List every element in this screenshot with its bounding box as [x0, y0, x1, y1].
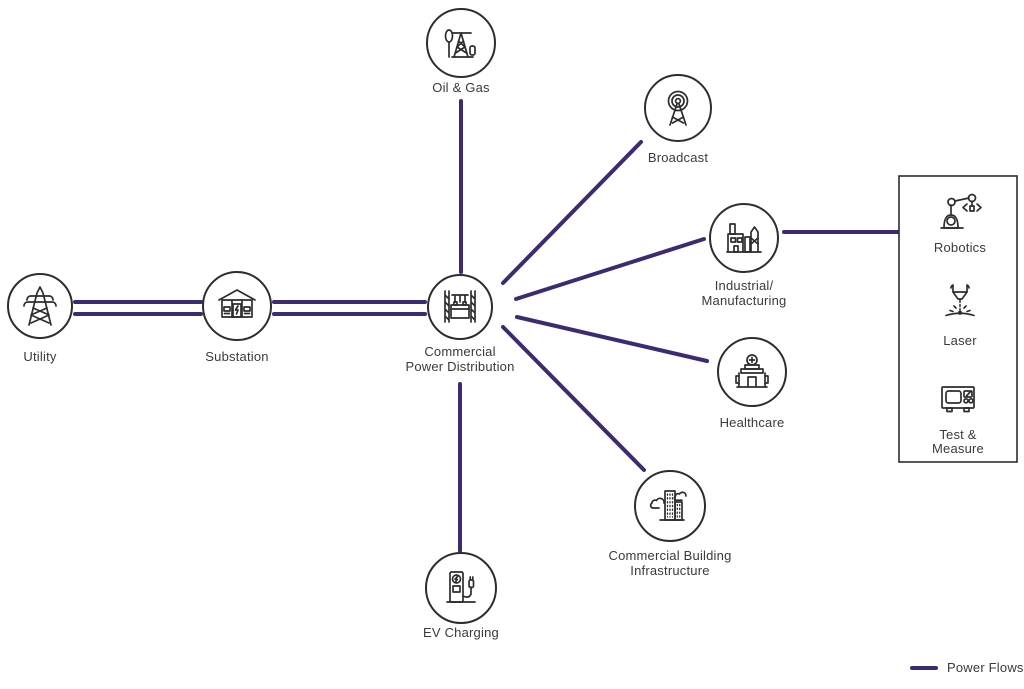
equipment-robotics: Robotics — [934, 193, 986, 255]
node-commercial-building-infrastructure: Commercial Building Infrastructure — [608, 470, 731, 578]
industrial-label-line2: Manufacturing — [702, 293, 787, 308]
flow-cpd-industrial — [514, 237, 706, 301]
equipment-box-border — [898, 175, 1018, 463]
equipment-test-measure: Test & Measure — [932, 386, 984, 456]
cpd-label-line2: Power Distribution — [405, 359, 514, 374]
power-flow-lines — [73, 99, 900, 553]
equipment-laser: Laser — [943, 284, 977, 348]
node-commercial-power-distribution: Commercial Power Distribution — [405, 274, 514, 374]
node-utility: Utility — [7, 273, 73, 364]
oil-pump-jack-icon — [444, 29, 476, 58]
substation-label: Substation — [205, 349, 268, 364]
laser-head-icon — [945, 284, 975, 317]
transmission-tower-icon — [23, 286, 57, 326]
node-broadcast: Broadcast — [644, 74, 712, 165]
broadcast-label: Broadcast — [648, 150, 709, 165]
industrial-circle — [709, 203, 779, 273]
utility-label: Utility — [23, 349, 56, 364]
test-measure-label-line1: Test & — [939, 427, 976, 442]
legend-label: Power Flows — [947, 660, 1024, 675]
broadcast-circle — [644, 74, 712, 142]
hospital-icon — [735, 354, 769, 388]
utility-circle — [7, 273, 73, 339]
industrial-label-line1: Industrial/ — [715, 278, 774, 293]
oil-gas-label: Oil & Gas — [432, 80, 490, 95]
oscilloscope-icon — [941, 386, 975, 413]
ev-charger-icon — [446, 571, 476, 603]
legend-power-flows: Power Flows — [910, 660, 1024, 675]
healthcare-circle — [717, 337, 787, 407]
laser-label: Laser — [943, 333, 977, 348]
cpd-label-line1: Commercial — [424, 344, 495, 359]
flow-cpd-cbi — [501, 325, 646, 472]
robotics-label: Robotics — [934, 240, 986, 255]
factory-icon — [726, 223, 762, 253]
buildings-cloud-icon — [649, 490, 687, 521]
substation-building-icon — [218, 289, 256, 318]
test-measure-label-line2: Measure — [932, 441, 984, 456]
broadcast-antenna-icon — [667, 90, 689, 126]
equipment-box: Robotics Laser — [898, 175, 1018, 463]
node-healthcare: Healthcare — [717, 337, 787, 430]
cbi-label-line2: Infrastructure — [630, 563, 709, 578]
flow-cpd-healthcare — [515, 315, 709, 363]
node-substation: Substation — [202, 271, 272, 364]
healthcare-label: Healthcare — [720, 415, 785, 430]
node-ev-charging: EV Charging — [423, 552, 499, 640]
node-oil-gas: Oil & Gas — [426, 8, 496, 95]
cpd-circle — [427, 274, 493, 340]
power-distribution-panel-icon — [444, 290, 476, 323]
ev-circle — [425, 552, 497, 624]
node-industrial-manufacturing: Industrial/ Manufacturing — [702, 203, 787, 308]
flow-cpd-broadcast — [501, 140, 643, 285]
robot-arm-icon — [940, 193, 982, 229]
cbi-label-line1: Commercial Building — [608, 548, 731, 563]
ev-label: EV Charging — [423, 625, 499, 640]
